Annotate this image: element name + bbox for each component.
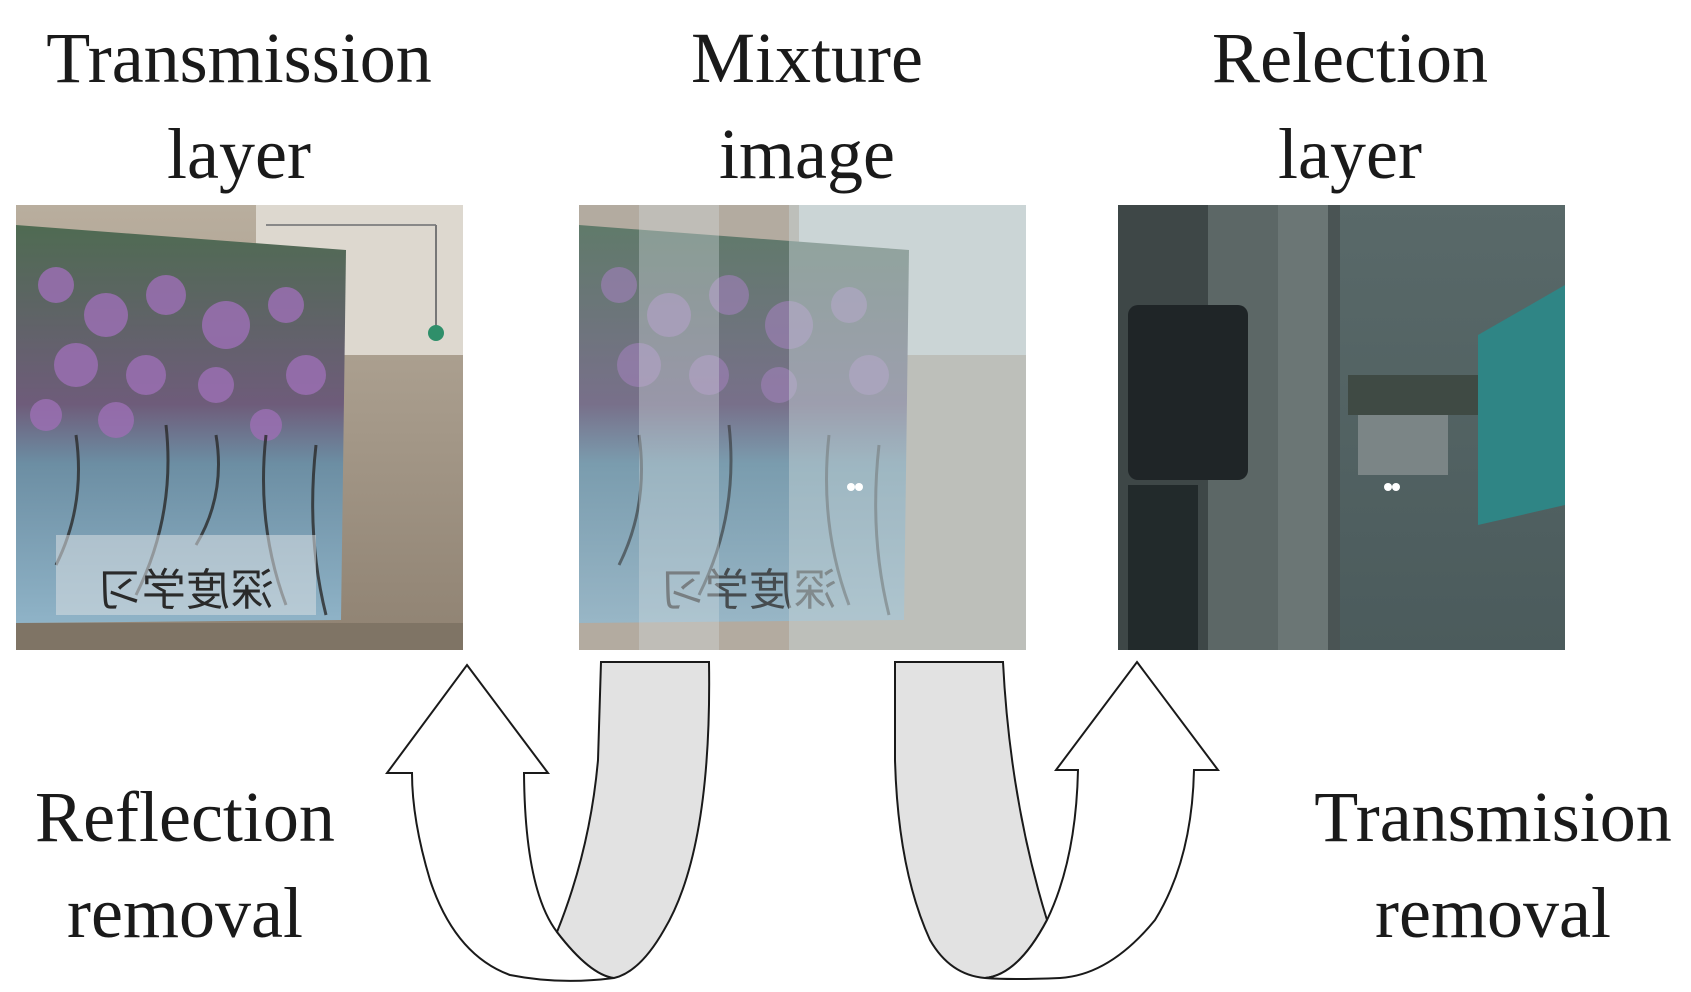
title-transmission-line2: layer [167,114,311,194]
transmission-removal-arrow-band [894,661,1049,980]
transmission-layer-image: 深度学习 [16,205,463,650]
label-transmission-removal: Transmision removal [1278,769,1691,961]
title-mixture-line2: image [719,114,895,194]
title-mixture-image: Mixture image [572,10,1042,202]
mixture-image: 深度学习 [579,205,1026,650]
mirrored-caption-mixture: 深度学习 [661,565,837,616]
title-reflection-line2: layer [1278,114,1422,194]
label-transmission-removal-line2: removal [1375,873,1611,953]
title-reflection-layer: Relection layer [1115,10,1585,202]
reflection-removal-arrow-band [555,661,711,980]
title-transmission-line1: Transmission [46,18,432,98]
reflection-removal-arrow [385,663,615,982]
label-reflection-removal-line2: removal [67,873,303,953]
mirrored-caption-transmission: 深度学习 [98,565,274,616]
label-reflection-removal-line1: Reflection [35,777,335,857]
label-reflection-removal: Reflection removal [0,769,400,961]
reflection-layer-image [1118,205,1565,650]
title-mixture-line1: Mixture [691,18,923,98]
title-reflection-line1: Relection [1212,18,1488,98]
transmission-removal-arrow [984,660,1220,980]
title-transmission-layer: Transmission layer [4,10,474,202]
label-transmission-removal-line1: Transmision [1314,777,1672,857]
